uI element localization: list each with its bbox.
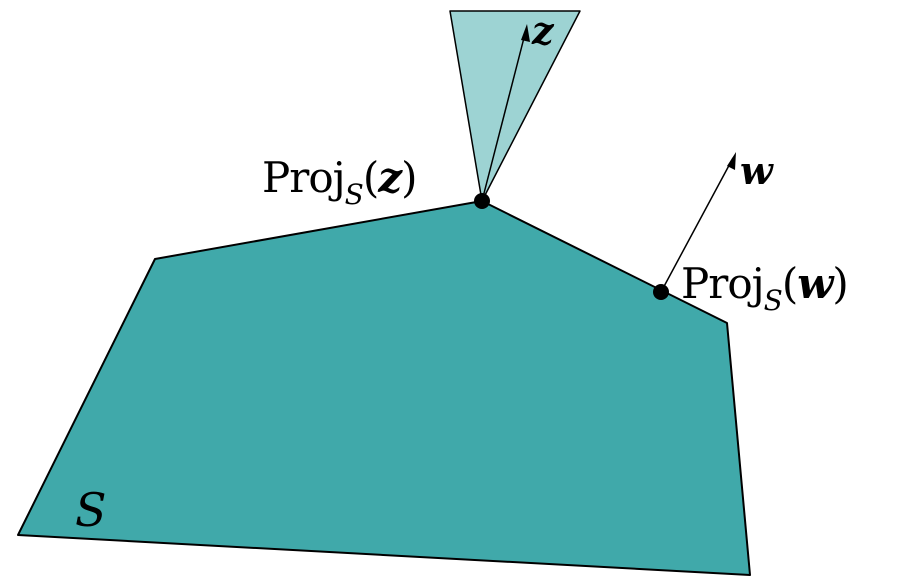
set-s-label: S — [75, 483, 107, 537]
proj-w-subscript: S — [764, 284, 782, 317]
convex-set-s — [17, 200, 751, 576]
proj-w-close-paren: ) — [832, 259, 847, 308]
proj-z-label: ProjS(z) — [262, 153, 416, 211]
vector-z-label: z — [531, 8, 555, 53]
proj-z-prefix: Proj — [262, 153, 345, 202]
proj-w-label: ProjS(w) — [681, 259, 848, 317]
vector-w-arrow — [660, 157, 734, 293]
proj-z-arg: z — [377, 153, 403, 202]
proj-z-close-paren: ) — [401, 153, 416, 202]
proj-z-subscript: S — [345, 178, 363, 211]
proj-w-arg: w — [797, 259, 835, 308]
vector-z-arrow — [481, 29, 527, 202]
vector-z-arrowhead — [521, 24, 530, 42]
proj-w-prefix: Proj — [681, 259, 764, 308]
proj-w-open-paren: ( — [782, 259, 797, 308]
normal-cone — [449, 10, 581, 202]
proj-z-open-paren: ( — [363, 153, 378, 202]
proj-w-point — [653, 284, 669, 300]
proj-z-point — [474, 193, 490, 209]
vector-w-arrowhead — [727, 152, 736, 170]
vector-w-label: w — [740, 148, 774, 193]
